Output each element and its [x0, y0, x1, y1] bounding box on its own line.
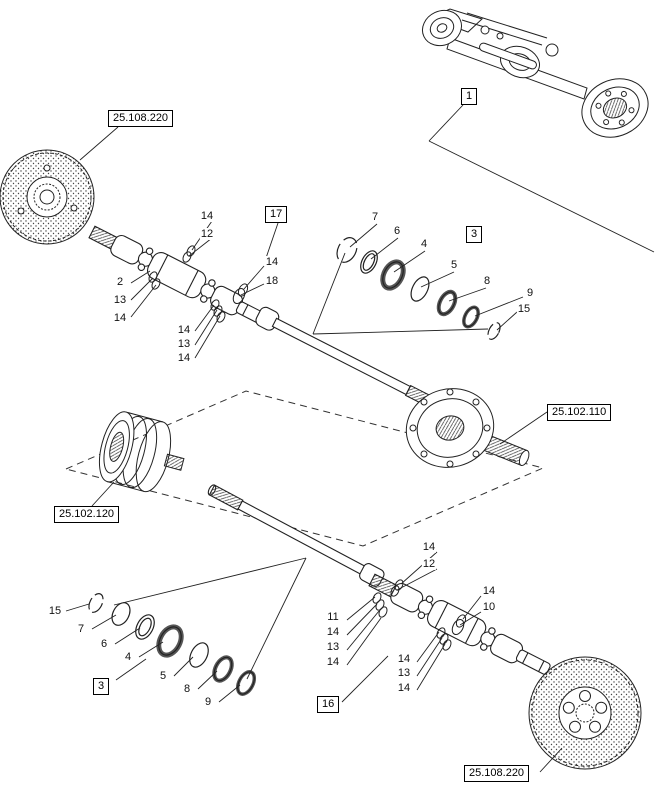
callout-9[interactable]: 9 — [525, 287, 535, 299]
callout-14[interactable]: 14 — [199, 210, 215, 222]
callout-14[interactable]: 14 — [325, 626, 341, 638]
callout-14[interactable]: 14 — [264, 256, 280, 268]
callout-8[interactable]: 8 — [182, 683, 192, 695]
ref-box-17[interactable]: 17 — [265, 206, 288, 223]
callout-14[interactable]: 14 — [396, 682, 412, 694]
callout-14[interactable]: 14 — [176, 324, 192, 336]
seal-kit-upper-art — [336, 237, 501, 340]
callout-13[interactable]: 13 — [325, 641, 341, 653]
callout-8[interactable]: 8 — [482, 275, 492, 287]
callout-5[interactable]: 5 — [449, 259, 459, 271]
lower-axle-shaft-art — [207, 484, 385, 587]
callout-15[interactable]: 15 — [516, 303, 532, 315]
callout-13[interactable]: 13 — [396, 667, 412, 679]
ref-box-3-upper[interactable]: 3 — [466, 226, 483, 243]
callout-4[interactable]: 4 — [419, 238, 429, 250]
front-axle-assembly-art — [422, 8, 649, 138]
callout-15[interactable]: 15 — [47, 605, 63, 617]
callout-14[interactable]: 14 — [421, 541, 437, 553]
ref-box-25-108-220-top[interactable]: 25.108.220 — [108, 110, 174, 127]
small-washer-rings-art — [148, 245, 467, 651]
callout-7[interactable]: 7 — [370, 211, 380, 223]
seal-kit-lower-art — [88, 593, 257, 696]
callout-9[interactable]: 9 — [203, 696, 213, 708]
callout-18[interactable]: 18 — [264, 275, 280, 287]
ref-box-25-102-120[interactable]: 25.102.120 — [54, 506, 120, 523]
callout-2[interactable]: 2 — [115, 276, 125, 288]
callout-10[interactable]: 10 — [481, 601, 497, 613]
callout-4[interactable]: 4 — [123, 651, 133, 663]
planetary-hub-art — [405, 388, 530, 468]
callout-5[interactable]: 5 — [158, 670, 168, 682]
callout-14[interactable]: 14 — [396, 653, 412, 665]
callout-7[interactable]: 7 — [76, 623, 86, 635]
leader-lines — [65, 104, 655, 773]
brake-disc-top-art — [0, 149, 95, 245]
brake-drum-art — [98, 411, 185, 493]
callout-14[interactable]: 14 — [112, 312, 128, 324]
ref-box-1[interactable]: 1 — [461, 88, 478, 105]
callout-13[interactable]: 13 — [112, 294, 128, 306]
brake-disc-bottom-art — [528, 656, 642, 770]
callout-14[interactable]: 14 — [481, 585, 497, 597]
ref-box-25-108-220-bottom[interactable]: 25.108.220 — [464, 765, 530, 782]
callout-14[interactable]: 14 — [176, 352, 192, 364]
ref-box-3-lower[interactable]: 3 — [93, 678, 110, 695]
callout-6[interactable]: 6 — [392, 225, 402, 237]
callout-12[interactable]: 12 — [421, 558, 437, 570]
callout-14[interactable]: 14 — [325, 656, 341, 668]
callout-12[interactable]: 12 — [199, 228, 215, 240]
upper-axle-shaft-art — [255, 306, 443, 412]
ref-box-25-102-110[interactable]: 25.102.110 — [547, 404, 612, 421]
callout-6[interactable]: 6 — [99, 638, 109, 650]
callout-11[interactable]: 11 — [326, 611, 340, 623]
callout-13[interactable]: 13 — [176, 338, 192, 350]
ref-box-16[interactable]: 16 — [317, 696, 340, 713]
